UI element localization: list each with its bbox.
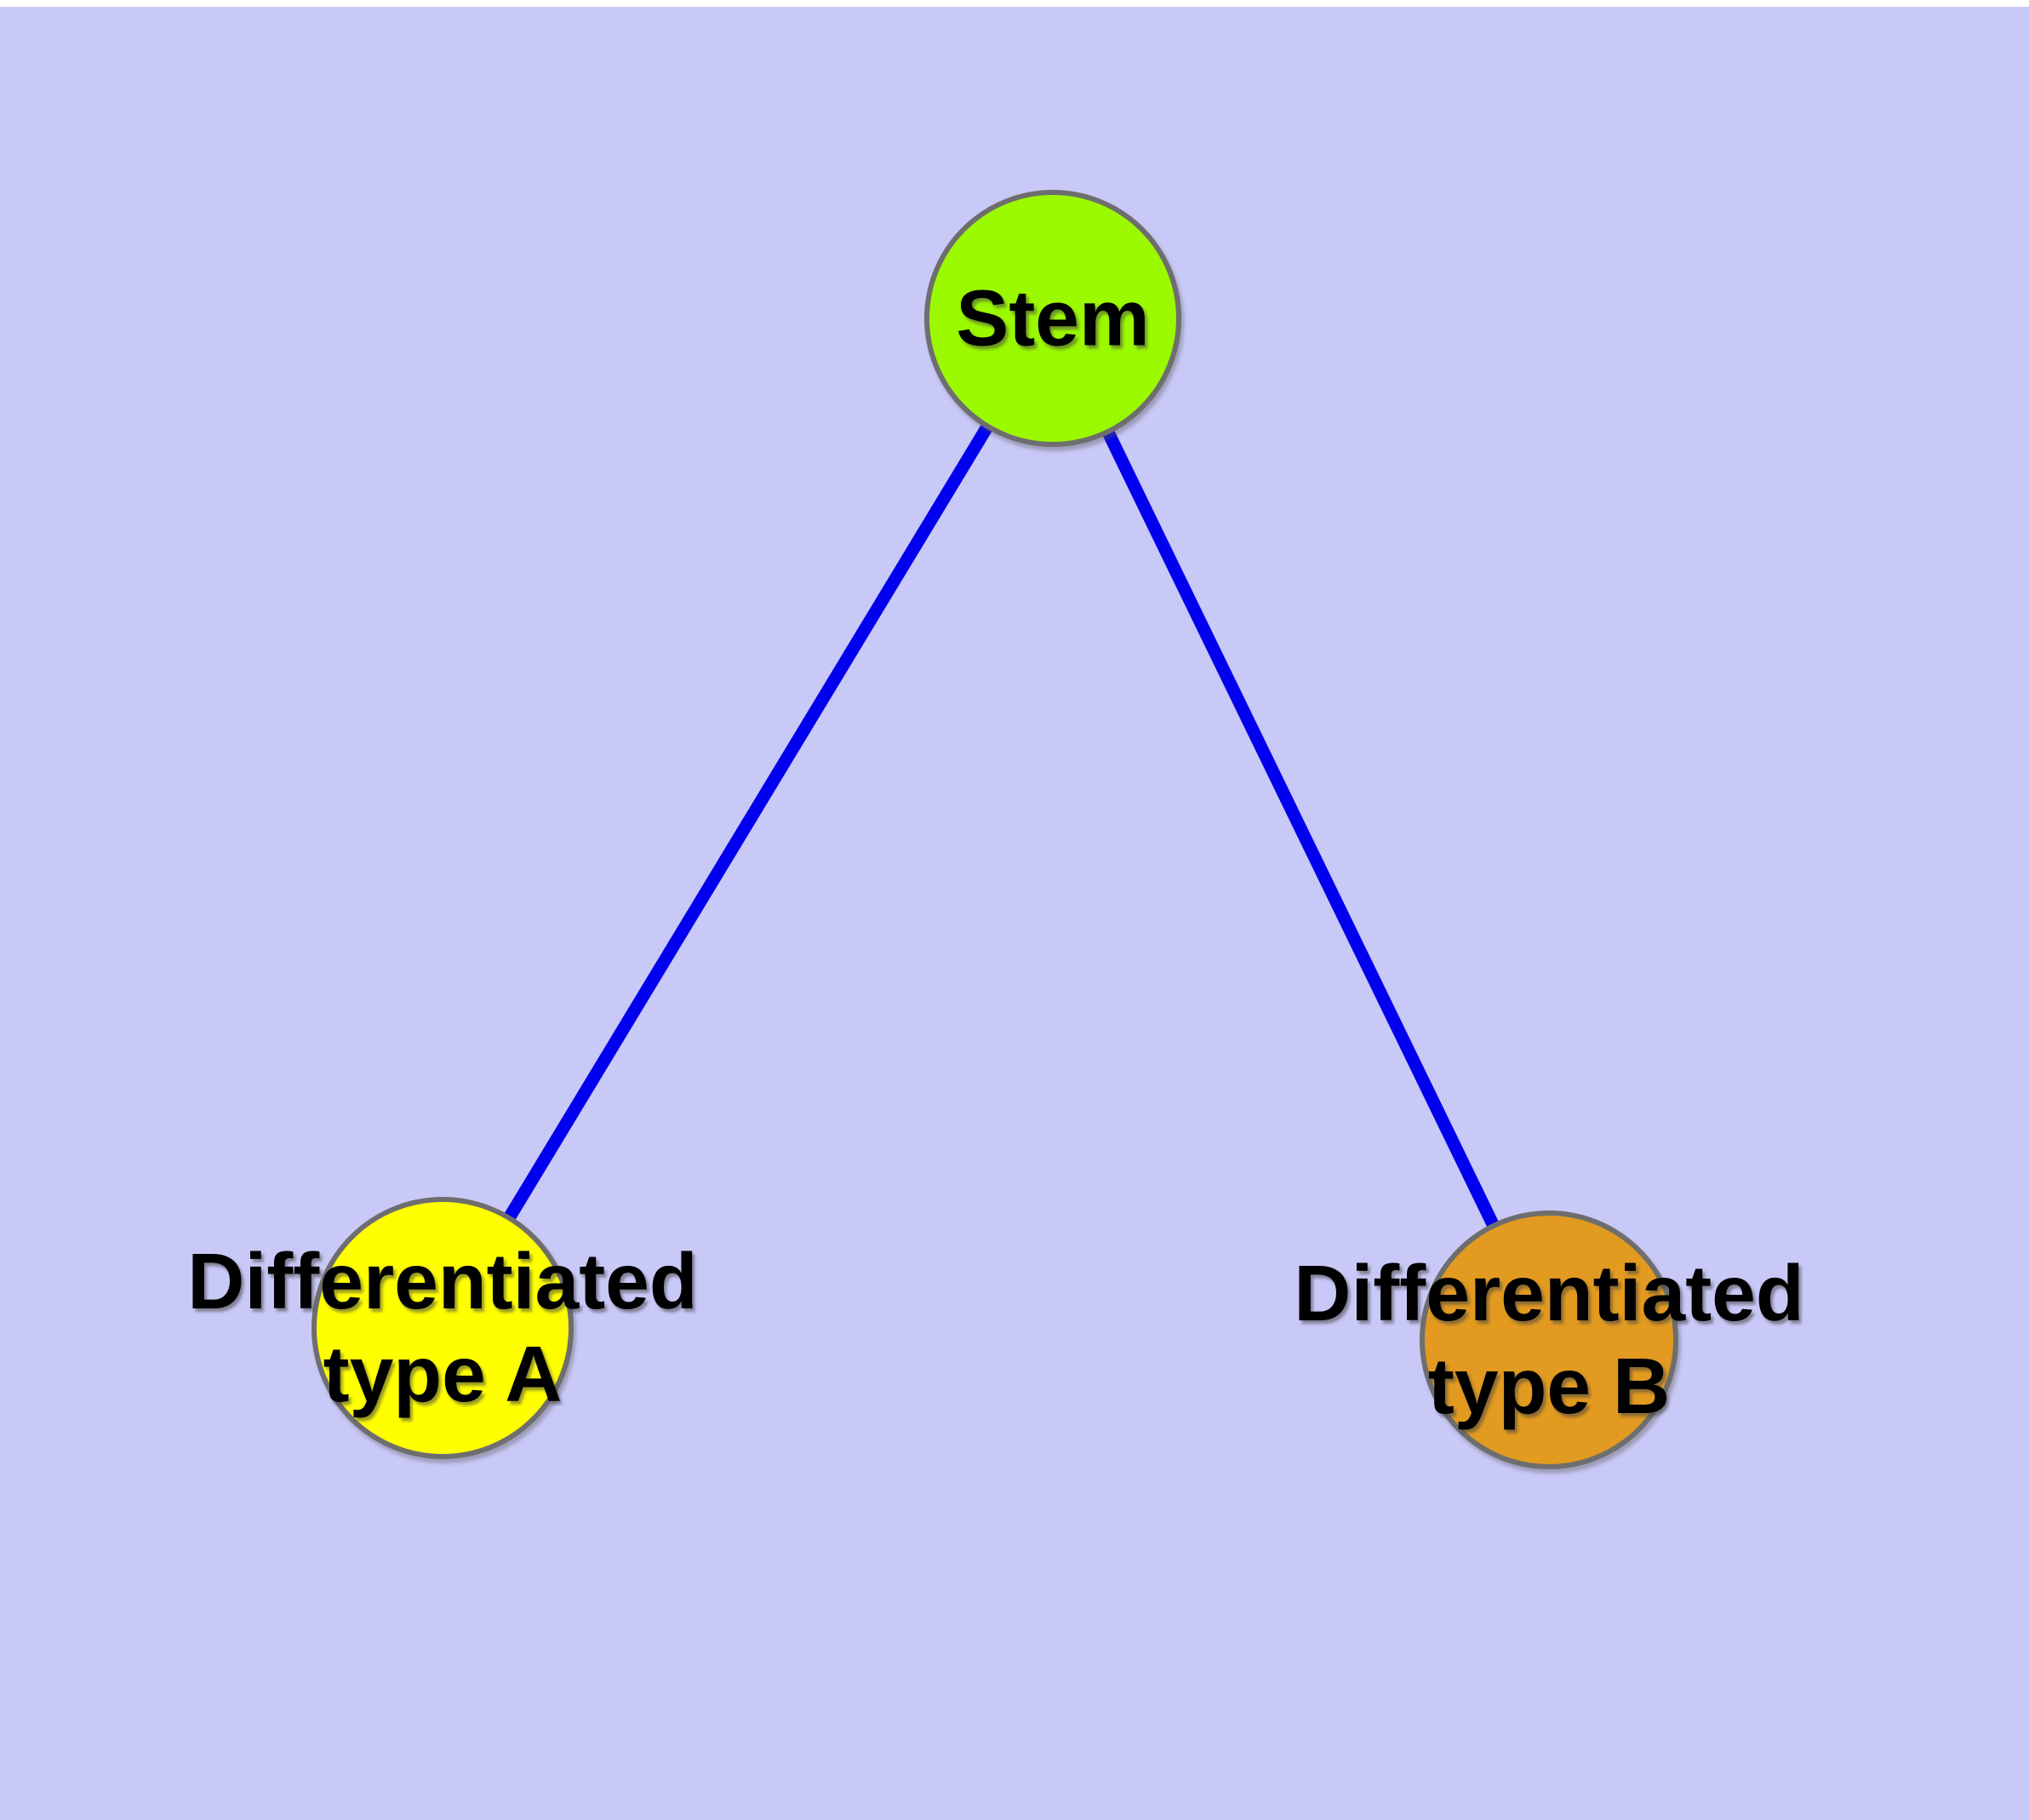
node-stem-label-line: Stem [956, 273, 1150, 363]
node-type-a-label-line-1: Differentiated [187, 1237, 698, 1326]
edge-stem-to-type-a [437, 315, 1059, 1331]
node-stem-label: Stem [956, 272, 1149, 365]
node-differentiated-type-a-label: Differentiated type A [187, 1235, 697, 1421]
node-differentiated-type-b-label: Differentiated type B [1294, 1247, 1803, 1433]
edge-stem-to-type-b [1047, 315, 1555, 1343]
node-type-b-label-line-1: Differentiated [1294, 1249, 1804, 1338]
node-stem [924, 190, 1181, 447]
node-differentiated-type-a [311, 1197, 574, 1459]
node-differentiated-type-b [1420, 1210, 1678, 1469]
node-type-a-label-line-2: type A [323, 1330, 563, 1418]
node-type-b-label-line-2: type B [1427, 1342, 1671, 1430]
